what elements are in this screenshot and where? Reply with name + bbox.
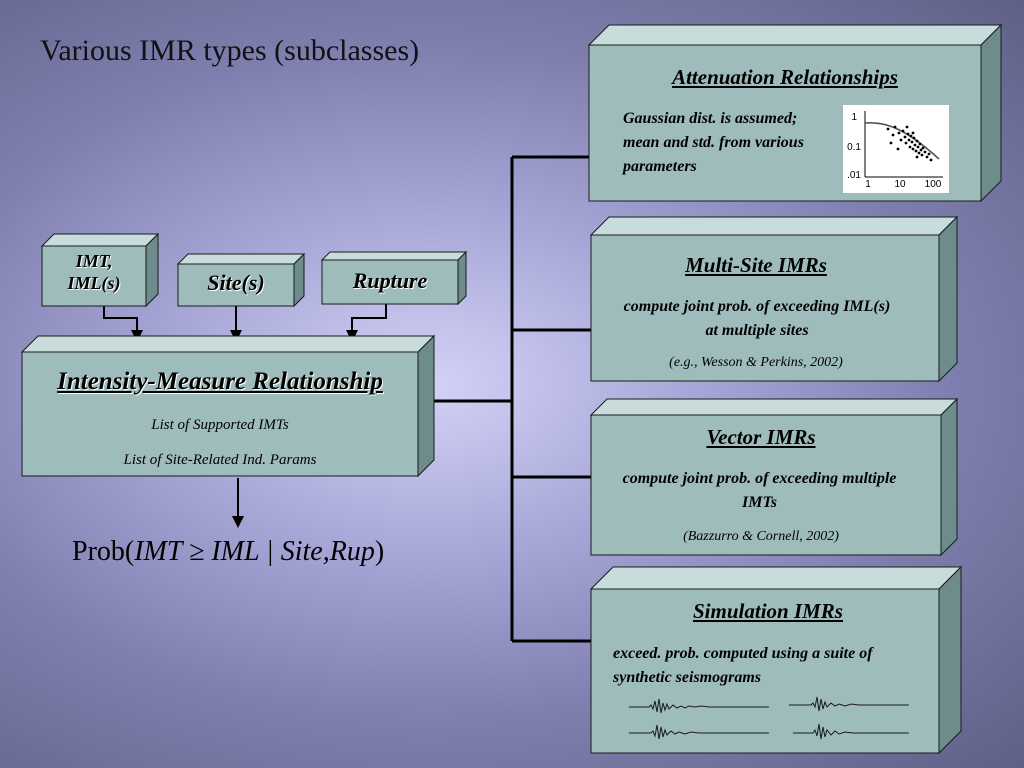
plot-xtick-2: 10 [894, 179, 906, 190]
multisite-description: compute joint prob. of exceeding IML(s) … [623, 298, 891, 339]
imr-title: Intensity-Measure Relationship [57, 368, 383, 395]
multisite-title: Multi-Site IMRs [685, 253, 827, 277]
multisite-box: Multi-Site IMRs compute joint prob. of e… [589, 215, 959, 383]
vector-description: compute joint prob. of exceeding multipl… [622, 470, 897, 511]
simulation-box: Simulation IMRs exceed. prob. computed u… [589, 565, 963, 755]
vector-title: Vector IMRs [706, 425, 816, 449]
vector-box: Vector IMRs compute joint prob. of excee… [589, 397, 959, 557]
site-label: Site(s) [207, 270, 265, 295]
rupture-input-box: Rupture [320, 250, 468, 306]
attenuation-box: Attenuation Relationships Gaussian dist.… [587, 23, 1003, 203]
seismogram-trace-4 [793, 723, 909, 740]
probability-formula: Prob(IMT ≥ IML | Site,Rup) [72, 536, 384, 568]
simulation-title: Simulation IMRs [693, 599, 843, 623]
plot-xtick-1: 1 [865, 179, 871, 190]
imr-box: Intensity-Measure Relationship List of S… [20, 334, 436, 478]
multisite-reference: (e.g., Wesson & Perkins, 2002) [669, 355, 843, 370]
plot-ytick-3: .01 [847, 170, 861, 181]
formula-expression: IMT ≥ IML | Site,Rup [134, 536, 375, 567]
seismogram-traces [629, 696, 909, 740]
imt-label: IMT, IML(s) [67, 251, 121, 293]
attenuation-scatter-plot: 1 0.1 .01 1 10 100 [843, 105, 949, 193]
formula-close: ) [374, 536, 385, 567]
attenuation-description: Gaussian dist. is assumed; mean and std.… [623, 110, 804, 175]
imt-input-box: IMT, IML(s) [40, 232, 160, 308]
site-input-box: Site(s) [176, 252, 306, 308]
imr-supported-imts: List of Supported IMTs [151, 417, 289, 433]
imr-site-params: List of Site-Related Ind. Params [123, 452, 317, 468]
slide-title: Various IMR types (subclasses) [40, 34, 420, 67]
formula-prob: Prob( [72, 536, 135, 567]
seismogram-trace-1 [629, 698, 769, 714]
plot-ytick-2: 0.1 [847, 142, 861, 153]
seismogram-trace-2 [789, 696, 909, 712]
plot-xtick-3: 100 [925, 179, 942, 190]
vector-reference: (Bazzurro & Cornell, 2002) [683, 529, 839, 544]
simulation-description: exceed. prob. computed using a suite of … [613, 645, 873, 686]
plot-ytick-1: 1 [851, 112, 857, 123]
rupture-label: Rupture [352, 268, 428, 293]
attenuation-title: Attenuation Relationships [672, 65, 898, 89]
seismogram-trace-3 [629, 724, 769, 740]
